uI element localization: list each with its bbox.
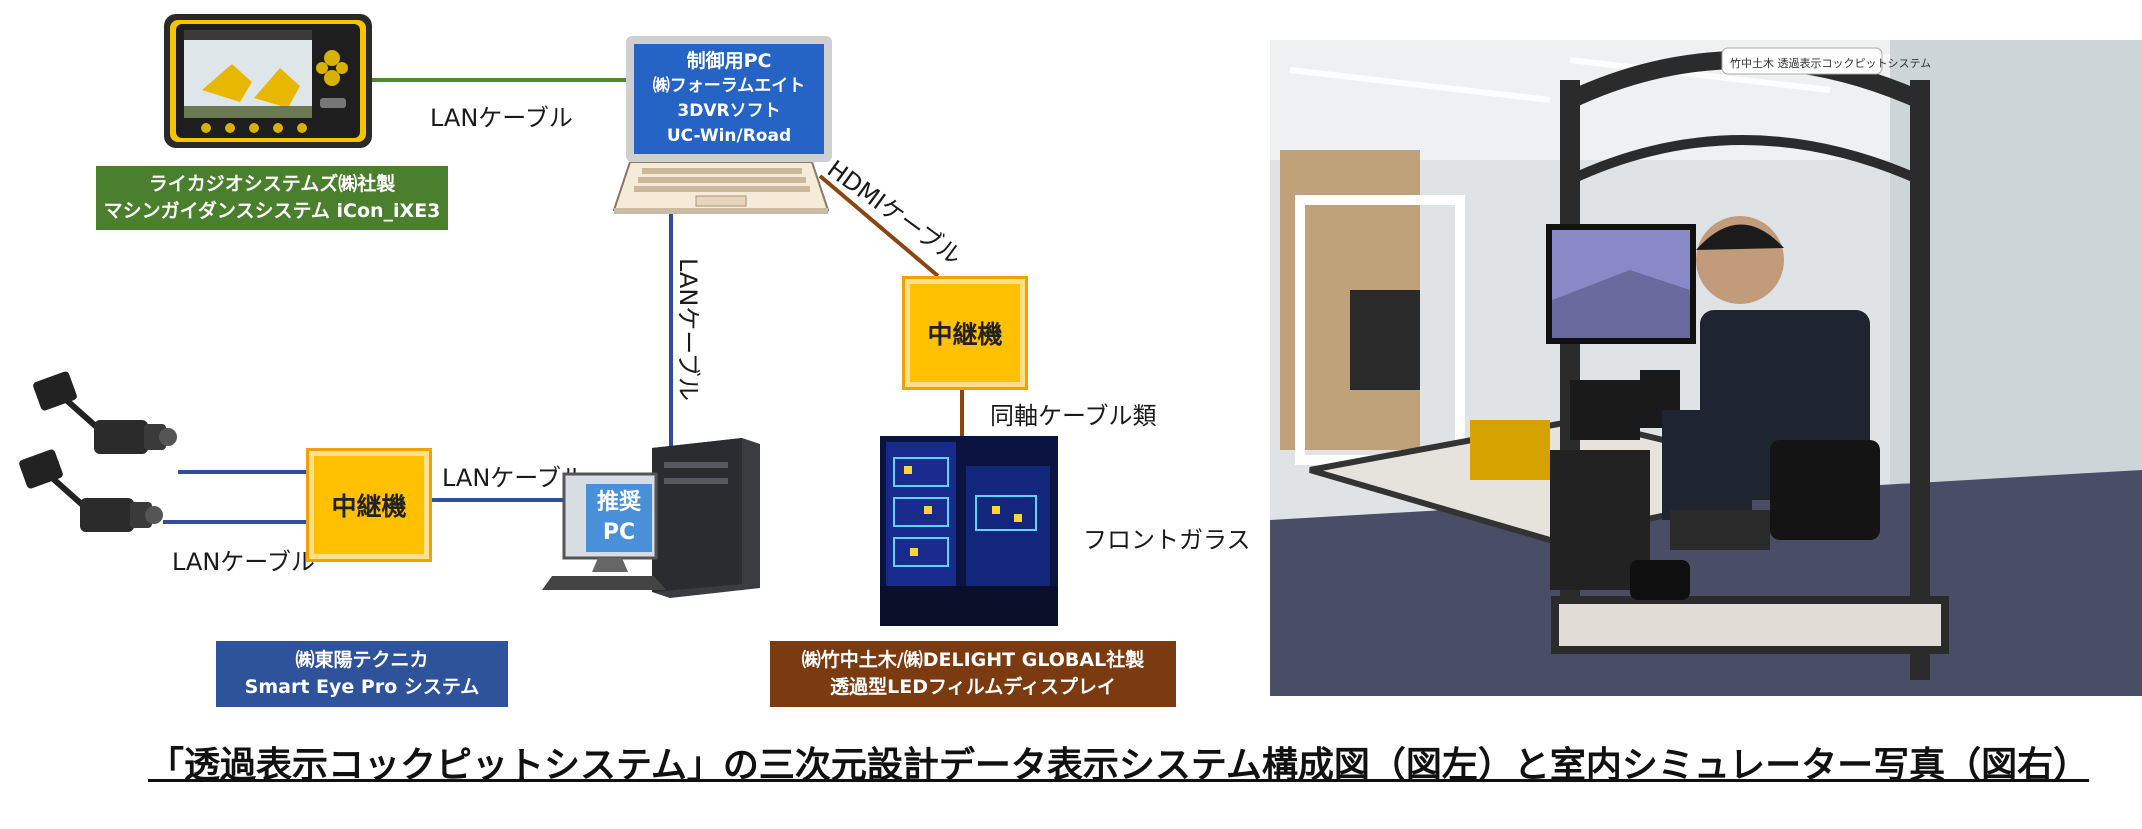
caption-leica: ライカジオシステムズ㈱社製 マシンガイダンスシステム iCon_iXE3 — [96, 166, 448, 230]
caption-leica-line-2: マシンガイダンスシステム iCon_iXE3 — [96, 198, 448, 225]
relay-box-top: 中継機 — [902, 276, 1028, 390]
laptop-keyboard-base — [612, 162, 830, 216]
control-pc-line-4: UC-Win/Road — [634, 124, 824, 149]
caption-toyo-line-2: Smart Eye Pro システム — [216, 674, 508, 701]
photo-sign-text: 竹中土木 透過表示コックピットシステム — [1730, 56, 1931, 70]
caption-toyo: ㈱東陽テクニカ Smart Eye Pro システム — [216, 641, 508, 707]
recommended-pc-line-2: PC — [586, 518, 652, 548]
relay-box-left: 中継機 — [306, 448, 432, 562]
control-pc-screen: 制御用PC ㈱フォーラムエイト 3DVRソフト UC-Win/Road — [626, 36, 832, 162]
control-pc-laptop: 制御用PC ㈱フォーラムエイト 3DVRソフト UC-Win/Road — [612, 36, 830, 216]
caption-toyo-line-1: ㈱東陽テクニカ — [216, 647, 508, 674]
relay-left-label: 中継機 — [331, 487, 406, 523]
page-title: 「透過表示コックピットシステム」の三次元設計データ表示システム構成図（図左）と室… — [148, 736, 2089, 788]
leica-tablet-image — [162, 12, 374, 150]
simulator-photo: 竹中土木 透過表示コックピットシステム — [1270, 40, 2142, 696]
recommended-pc-line-1: 推奨 — [586, 488, 652, 518]
recommended-pc-image: 推奨 PC — [542, 438, 762, 604]
camera-icon-2 — [14, 446, 164, 558]
windshield-label: フロントガラス — [1083, 520, 1251, 555]
lan-cable-label-vertical: LANケーブル — [673, 258, 708, 401]
relay-top-label: 中継機 — [927, 315, 1002, 351]
caption-takenaka: ㈱竹中土木/㈱DELIGHT GLOBAL社製 透過型LEDフィルムディスプレイ — [770, 641, 1176, 707]
caption-takenaka-line-1: ㈱竹中土木/㈱DELIGHT GLOBAL社製 — [770, 647, 1176, 674]
caption-leica-line-1: ライカジオシステムズ㈱社製 — [96, 171, 448, 198]
lan-cable-label-top: LANケーブル — [430, 98, 573, 133]
control-pc-line-2: ㈱フォーラムエイト — [634, 74, 824, 99]
lan-cable-label-bottom: LANケーブル — [172, 542, 315, 577]
control-pc-line-3: 3DVRソフト — [634, 99, 824, 124]
recommended-pc-screen: 推奨 PC — [586, 484, 652, 552]
caption-takenaka-line-2: 透過型LEDフィルムディスプレイ — [770, 674, 1176, 701]
control-pc-line-1: 制御用PC — [634, 49, 824, 74]
led-windshield-photo — [880, 436, 1058, 626]
coax-cable-label: 同軸ケーブル類 — [990, 396, 1157, 431]
